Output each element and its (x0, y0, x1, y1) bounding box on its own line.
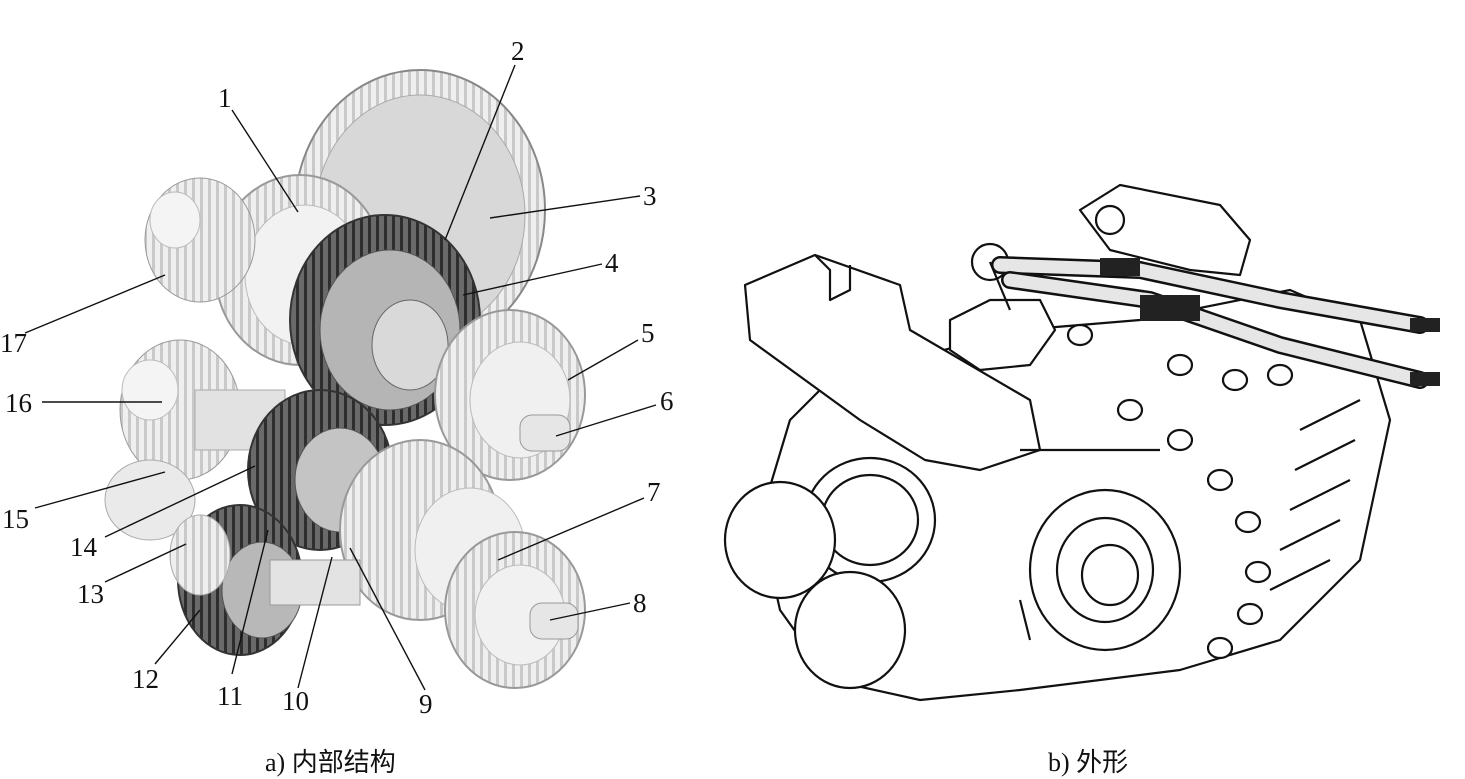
cable-boot-upper (1100, 258, 1140, 276)
gear-13 (104, 459, 231, 596)
cable-boot-lower (1140, 295, 1200, 321)
callout-7: 7 (647, 477, 661, 507)
leader-lines (24, 64, 657, 691)
gear-illustration: 1 2 3 4 5 6 7 8 9 10 11 12 13 14 15 16 1… (0, 36, 674, 719)
gear-5 (434, 309, 586, 481)
panel-a-internal-structure: 1 2 3 4 5 6 7 8 9 10 11 12 13 14 15 16 1… (0, 0, 720, 777)
callout-3: 3 (643, 181, 657, 211)
callout-8: 8 (633, 588, 647, 618)
callout-5: 5 (641, 318, 655, 348)
callout-10: 10 (282, 686, 309, 716)
shaft-10 (269, 559, 361, 606)
cable-end-upper (1410, 318, 1440, 332)
callout-12: 12 (132, 664, 159, 694)
shaft-6 (519, 414, 571, 452)
gear-8 (444, 531, 586, 689)
output-cap-left (723, 480, 837, 600)
panel-b-external-view: b) 外形 (720, 0, 1465, 777)
callout-4: 4 (605, 248, 619, 278)
callout-2: 2 (511, 36, 525, 66)
output-cap-lower (793, 570, 907, 690)
callout-1: 1 (218, 83, 232, 113)
callout-9: 9 (419, 689, 433, 719)
gear-17 (144, 177, 256, 303)
callout-14: 14 (70, 532, 98, 562)
callout-6: 6 (660, 386, 674, 416)
callout-15: 15 (2, 504, 29, 534)
caption-internal-structure: a) 内部结构 (265, 748, 396, 777)
callout-labels: 1 2 3 4 5 6 7 8 9 10 11 12 13 14 15 16 1… (0, 36, 674, 719)
shift-cables (991, 256, 1440, 389)
callout-11: 11 (217, 681, 243, 711)
housing-ribs (1018, 399, 1361, 641)
callout-17: 17 (0, 328, 27, 358)
caption-external-view: b) 外形 (1048, 748, 1129, 777)
callout-13: 13 (77, 579, 104, 609)
rear-bracket (1078, 183, 1252, 277)
housing-illustration (723, 183, 1440, 702)
shaft-8 (529, 602, 579, 640)
bracket-hole (1094, 204, 1126, 236)
cable-end-lower (1410, 372, 1440, 386)
gear-2-4-dark (289, 214, 481, 426)
side-bolts (1066, 323, 1294, 660)
callout-16: 16 (5, 388, 32, 418)
selector-lever (948, 298, 1057, 372)
